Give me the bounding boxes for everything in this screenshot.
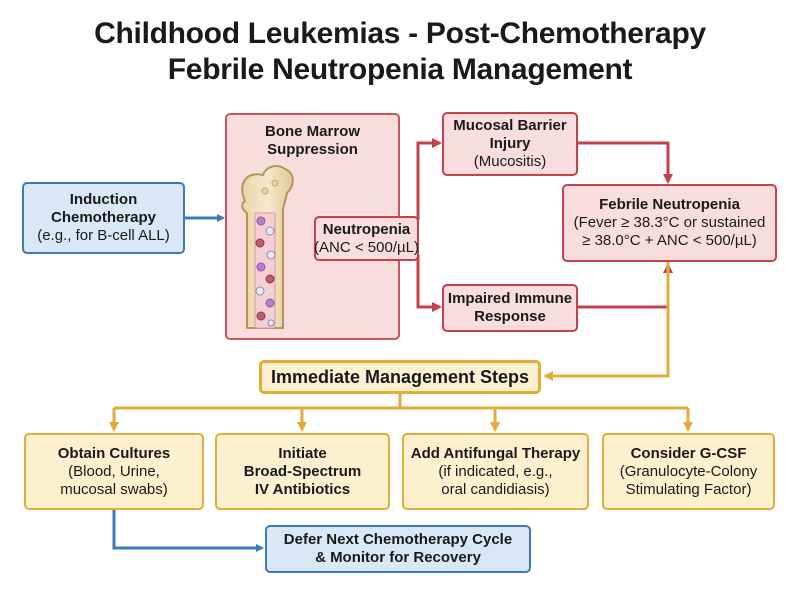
node-defer-next-cycle: Defer Next Chemotherapy Cycle & Monitor … (265, 525, 531, 573)
node-title: Bone Marrow Suppression (264, 123, 360, 158)
page-title: Childhood Leukemias - Post-Chemotherapy … (0, 16, 800, 88)
node-title: Initiate (278, 444, 327, 462)
node-title: Chemotherapy (50, 209, 157, 226)
title-line-2: Febrile Neutropenia Management (167, 53, 633, 86)
node-title: Impaired Immune (447, 290, 573, 307)
node-title: Induction (69, 191, 138, 208)
node-detail: oral candidiasis) (441, 480, 550, 498)
node-detail: Stimulating Factor) (625, 480, 752, 498)
node-title: Response (474, 308, 546, 325)
node-mucosal-barrier-injury: Mucosal Barrier Injury (Mucositis) (442, 112, 578, 176)
arrow-immune-to-febrile (578, 263, 673, 309)
node-title: Immediate Management Steps (270, 366, 530, 387)
node-febrile-neutropenia: Febrile Neutropenia (Fever ≥ 38.3°C or s… (562, 184, 777, 262)
node-add-antifungal-therapy: Add Antifungal Therapy (if indicated, e.… (402, 433, 589, 510)
node-title: Defer Next Chemotherapy Cycle (283, 531, 513, 548)
node-detail: (Fever ≥ 38.3°C or sustained (573, 214, 766, 231)
node-title: IV Antibiotics (254, 480, 351, 498)
node-title: Broad-Spectrum (243, 462, 362, 480)
arrow-neutropenia-to-mucosal (416, 138, 442, 220)
arrow-neutropenia-to-immune (416, 254, 442, 312)
node-detail: (Granulocyte-Colony (619, 462, 758, 480)
arrow-cultures-to-defer (112, 510, 264, 552)
node-obtain-cultures: Obtain Cultures (Blood, Urine, mucosal s… (24, 433, 204, 510)
node-title: Consider G-CSF (630, 444, 747, 462)
node-title: Febrile Neutropenia (599, 196, 740, 213)
node-initiate-antibiotics: Initiate Broad-Spectrum IV Antibiotics (215, 433, 390, 510)
node-induction-chemotherapy: Induction Chemotherapy (e.g., for B-cell… (22, 182, 185, 254)
node-title: Add Antifungal Therapy (410, 444, 581, 462)
node-consider-gcsf: Consider G-CSF (Granulocyte-Colony Stimu… (602, 433, 775, 510)
title-line-1: Childhood Leukemias - Post-Chemotherapy (94, 17, 706, 50)
bone-icon (241, 165, 294, 329)
node-title: & Monitor for Recovery (315, 549, 481, 566)
node-detail: (Mucositis) (473, 153, 547, 170)
node-detail: mucosal swabs) (60, 480, 168, 498)
arrow-febrile-to-management (543, 262, 670, 381)
node-title: Obtain Cultures (57, 444, 171, 462)
node-detail: ≥ 38.0°C + ANC < 500/µL) (582, 232, 757, 249)
node-impaired-immune-response: Impaired Immune Response (442, 284, 578, 332)
node-title: Injury (489, 135, 531, 152)
node-neutropenia: Neutropenia (ANC < 500/µL) (314, 216, 419, 261)
node-immediate-management-steps: Immediate Management Steps (259, 360, 541, 394)
node-detail: (Blood, Urine, (68, 462, 160, 480)
arrow-mucosal-to-febrile (578, 141, 673, 184)
node-title: Neutropenia (322, 220, 411, 238)
node-detail: (e.g., for B-cell ALL) (37, 227, 170, 244)
node-detail: (ANC < 500/µL) (314, 238, 419, 256)
node-detail: (if indicated, e.g., (438, 462, 553, 480)
node-title: Mucosal Barrier (453, 117, 567, 134)
